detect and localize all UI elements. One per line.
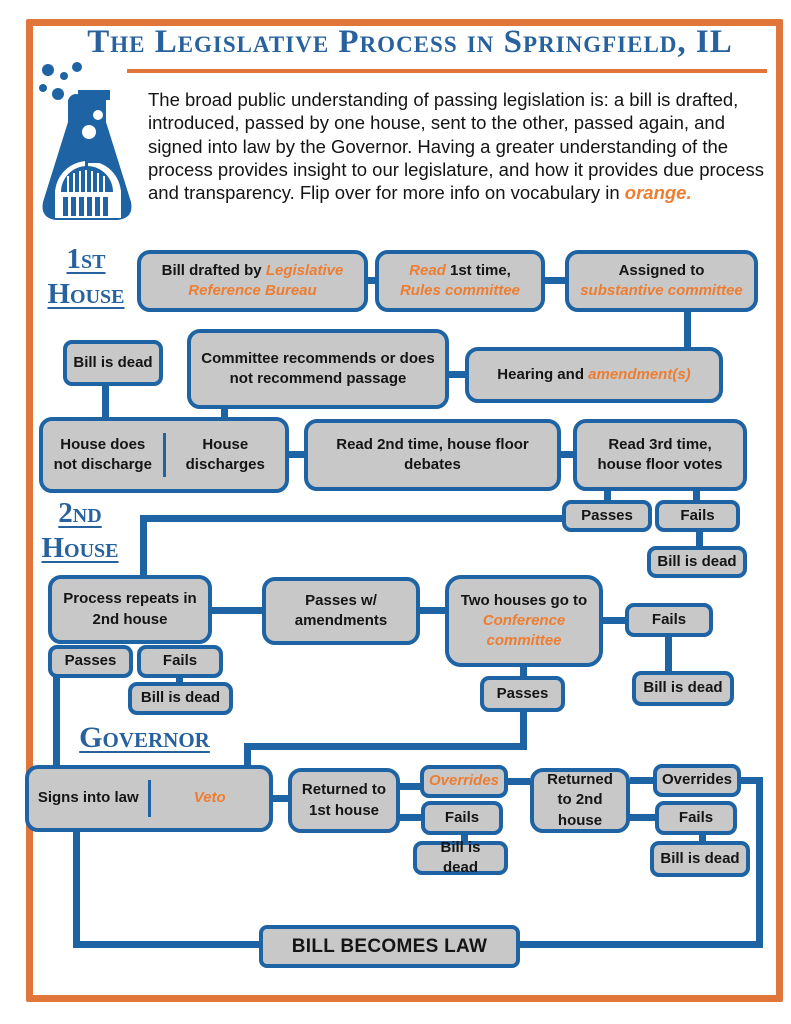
page-border	[26, 19, 783, 1002]
edge-passes-2ndhouse-horizontal	[140, 515, 564, 522]
node-passes-2nd-house: Passes	[48, 645, 133, 678]
edge-housechoice-read2nd	[287, 451, 306, 458]
edge-overrides-law-horizontal	[741, 777, 761, 784]
edge-hearing-committee	[447, 371, 467, 378]
edge-passes-governor	[53, 676, 60, 767]
node-fails-override-1st: Fails	[421, 801, 503, 835]
edge-committee-housechoice	[221, 407, 228, 419]
node-read-2nd-time: Read 2nd time, house floor debates	[304, 419, 561, 491]
node-fails-conference: Fails	[625, 603, 713, 637]
intro-paragraph: The broad public understanding of passin…	[148, 88, 768, 204]
node-bill-becomes-law: BILL BECOMES LAW	[259, 925, 520, 968]
edge-signs-law-vertical	[73, 830, 80, 948]
edge-process-passesw	[210, 607, 262, 614]
node-house-discharge-choice: House does not discharge House discharge…	[39, 417, 289, 493]
node-process-repeats: Process repeats in 2nd house	[48, 575, 212, 644]
node-conference-committee: Two houses go to Conference committee	[445, 575, 603, 667]
node-returned-1st-house: Returned to 1st house	[288, 768, 400, 833]
node-read-1st-time: Read 1st time, Rules committee	[375, 250, 545, 312]
edge-returned1st-overrides	[400, 783, 420, 790]
node-bill-is-dead-1: Bill is dead	[63, 340, 163, 386]
house-discharges: House discharges	[185, 435, 265, 473]
edge-conference-fails	[601, 617, 625, 624]
edge-conference-passes	[520, 665, 527, 678]
node-hearing-amendments: Hearing and amendment(s)	[465, 347, 723, 403]
intro-orange-word: orange.	[624, 182, 692, 204]
node-committee-recommends: Committee recommends or does not recomme…	[187, 329, 449, 409]
edge-read1st-assigned	[543, 277, 567, 284]
edge-confpasses-into-governor	[244, 743, 251, 767]
node-fails-2nd-house: Fails	[137, 645, 223, 678]
edge-fails-dead	[696, 530, 703, 548]
node-assigned-committee: Assigned to substantive committee	[565, 250, 758, 312]
page-title: The Legislative Process in Springfield, …	[87, 24, 733, 60]
intro-text: The broad public understanding of passin…	[148, 89, 764, 204]
node-bill-is-dead-3: Bill is dead	[128, 682, 233, 715]
node-fails-override-2nd: Fails	[655, 801, 737, 835]
node-passes-with-amendments: Passes w/ amendments	[262, 577, 420, 645]
edge-law-right-horizontal	[518, 941, 763, 948]
node-overrides-2nd: Overrides	[653, 764, 741, 797]
veto: Veto	[193, 789, 226, 807]
edge-returned2nd-fails	[630, 814, 655, 821]
node-signs-or-veto: Signs into law Veto	[25, 765, 273, 832]
node-bill-is-dead-4: Bill is dead	[632, 671, 734, 706]
edge-veto-returned1st	[273, 795, 288, 802]
capitol-flask-icon	[39, 62, 132, 220]
section-label-2nd-house: 2nd House	[41, 497, 119, 565]
edge-fails-dead-2ndhouse-veto	[699, 833, 706, 841]
node-passes-conference: Passes	[480, 676, 565, 712]
edge-confpasses-horizontal	[244, 743, 527, 750]
divider	[147, 779, 151, 818]
node-fails-1st-house: Fails	[655, 500, 740, 532]
edge-overrides-returned2nd	[508, 778, 530, 785]
node-bill-is-dead-2: Bill is dead	[647, 546, 747, 578]
divider	[162, 433, 166, 477]
edge-assigned-hearing	[684, 308, 691, 349]
edge-passesw-conference	[418, 607, 445, 614]
signs-into-law: Signs into law	[37, 789, 139, 807]
edge-read3rd-fails	[693, 489, 700, 502]
edge-confpasses-down	[520, 710, 527, 750]
node-read-3rd-time: Read 3rd time, house floor votes	[573, 419, 747, 491]
section-label-governor: Governor	[79, 721, 210, 754]
edge-passes-2ndhouse-vertical	[140, 515, 147, 577]
edge-returned1st-fails	[400, 814, 421, 821]
node-passes-1st-house: Passes	[562, 500, 652, 532]
title-underline	[127, 69, 767, 73]
edge-fails-dead-2ndhouse	[176, 676, 183, 684]
edge-dead-housechoice	[102, 384, 109, 419]
node-returned-2nd-house: Returned to 2nd house	[530, 768, 630, 833]
node-bill-is-dead-6: Bill is dead	[650, 841, 750, 877]
edge-drafted-read1st	[366, 277, 377, 284]
node-overrides-1st: Overrides	[420, 765, 508, 798]
edge-overrides-law-vertical	[756, 777, 763, 948]
edge-read3rd-passes	[604, 489, 611, 502]
node-bill-is-dead-5: Bill is dead	[413, 839, 508, 876]
edge-fails-dead-1sthouse-veto	[461, 833, 468, 841]
edge-law-left-horizontal	[73, 941, 261, 948]
edge-read2nd-read3rd	[559, 451, 575, 458]
edge-returned2nd-overrides	[630, 777, 653, 784]
section-label-1st-house: 1st House	[47, 243, 125, 311]
node-bill-drafted: Bill drafted by Legislative Reference Bu…	[137, 250, 368, 312]
edge-fails-dead-conference	[665, 635, 672, 673]
house-does-not-discharge: House does not discharge	[53, 435, 152, 473]
